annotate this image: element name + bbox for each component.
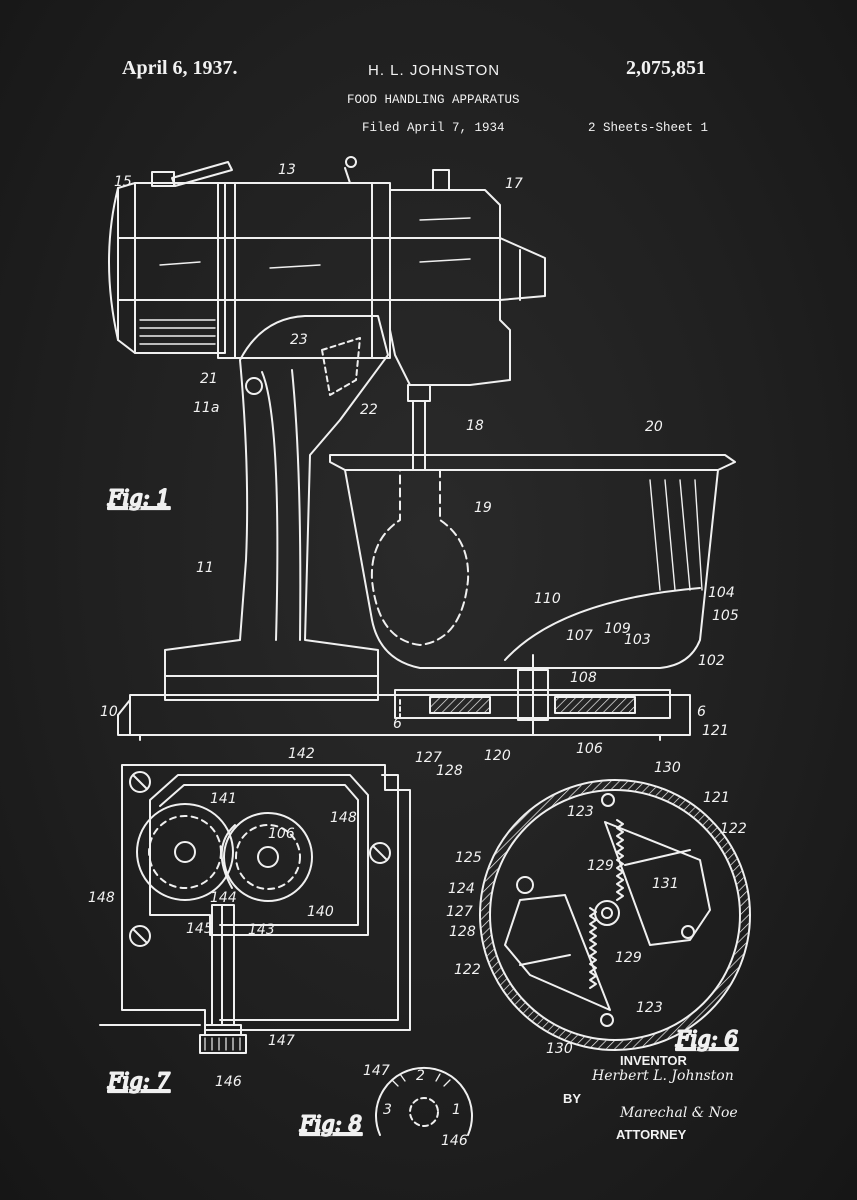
ref-106a: 106 (576, 741, 603, 757)
ref-103: 103 (624, 632, 651, 648)
by-label: BY (563, 1091, 582, 1106)
ref-129b: 129 (615, 950, 642, 966)
ref-123a: 123 (567, 804, 594, 820)
ref-143: 143 (248, 922, 275, 938)
patent-number: 2,075,851 (626, 57, 706, 79)
ref-147b: 147 (363, 1063, 390, 1079)
ref-10: 10 (100, 704, 118, 720)
ref-109: 109 (604, 621, 631, 637)
ref-11: 11 (196, 560, 214, 576)
ref-146b: 146 (441, 1133, 468, 1149)
ref-18: 18 (466, 418, 484, 434)
ref-104: 104 (708, 585, 735, 601)
ref-127b: 127 (446, 904, 473, 920)
ref-105: 105 (712, 608, 739, 624)
fig8-dial-drawing (375, 1066, 473, 1136)
attorney-label: ATTORNEY (616, 1127, 687, 1142)
ref-17: 17 (505, 176, 523, 192)
ref-125: 125 (455, 850, 482, 866)
dial-digit-1: 1 (452, 1102, 461, 1118)
ref-13: 13 (278, 162, 296, 178)
ref-110: 110 (534, 591, 561, 607)
ref-106b: 106 (268, 826, 295, 842)
ref-127a: 127 (415, 750, 442, 766)
ref-123b: 123 (636, 1000, 663, 1016)
dial-digit-2: 2 (416, 1068, 425, 1084)
fig6-disc-drawing (479, 779, 751, 1051)
fig6-label: Fig: 6 (675, 1027, 738, 1051)
ref-142: 142 (288, 746, 315, 762)
fig7-label: Fig: 7 (107, 1069, 170, 1093)
ref-144: 144 (210, 890, 237, 906)
filed-date: Filed April 7, 1934 (362, 121, 505, 135)
attorney-signature: Marechal & Noe (620, 1105, 738, 1121)
sheet-count: 2 Sheets-Sheet 1 (588, 121, 709, 135)
ref-130b: 130 (546, 1041, 573, 1057)
fig7-gearbox-drawing (99, 764, 411, 1054)
inventor-name-header: H. L. JOHNSTON (368, 62, 501, 79)
reference-numerals: 15 13 17 23 21 11a 22 18 20 19 11 110 10… (88, 162, 747, 1149)
ref-121b: 121 (703, 790, 730, 806)
ref-122a: 122 (720, 821, 747, 837)
ref-107: 107 (566, 628, 593, 644)
ref-20: 20 (645, 419, 663, 435)
ref-145: 145 (186, 921, 213, 937)
ref-120: 120 (484, 748, 511, 764)
ref-147a: 147 (268, 1033, 295, 1049)
ref-102: 102 (698, 653, 725, 669)
ref-128a: 128 (436, 763, 463, 779)
ref-22: 22 (360, 402, 378, 418)
ref-11a: 11a (193, 400, 219, 416)
ref-130a: 130 (654, 760, 681, 776)
dial-digit-3: 3 (383, 1102, 392, 1118)
ref-6a: 6 (393, 716, 402, 732)
patent-title: FOOD HANDLING APPARATUS (347, 93, 520, 107)
fig1-mixer-drawing (108, 156, 736, 741)
ref-15: 15 (114, 174, 132, 190)
ref-140: 140 (307, 904, 334, 920)
ref-129a: 129 (587, 858, 614, 874)
ref-148b: 148 (88, 890, 115, 906)
ref-131: 131 (652, 876, 679, 892)
ref-148a: 148 (330, 810, 357, 826)
fig1-label: Fig: 1 (107, 486, 170, 510)
ref-21: 21 (200, 371, 218, 387)
ref-146a: 146 (215, 1074, 242, 1090)
fig8-label: Fig: 8 (299, 1112, 362, 1136)
ref-23: 23 (290, 332, 308, 348)
ref-6b: 6 (697, 704, 706, 720)
ref-121a: 121 (702, 723, 729, 739)
patent-date: April 6, 1937. (122, 57, 238, 79)
ref-141: 141 (210, 791, 237, 807)
ref-108: 108 (570, 670, 597, 686)
inventor-signature: Herbert L. Johnston (592, 1068, 734, 1084)
ref-128b: 128 (449, 924, 476, 940)
inventor-label: INVENTOR (620, 1053, 687, 1068)
ref-19: 19 (474, 500, 492, 516)
ref-124: 124 (448, 881, 475, 897)
ref-122b: 122 (454, 962, 481, 978)
